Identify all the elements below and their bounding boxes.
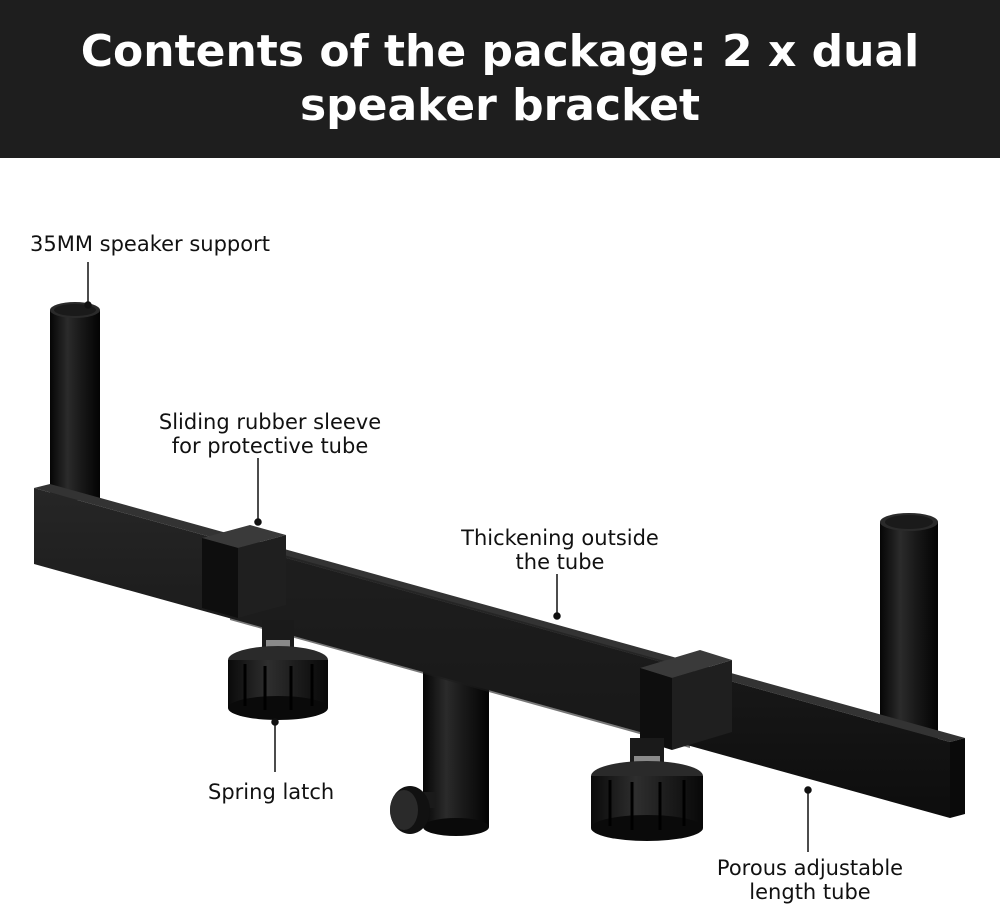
label-rubber-sleeve: Sliding rubber sleeve for protective tub… [135, 410, 405, 458]
speaker-bracket-illustration [34, 262, 965, 852]
label-spring-latch: Spring latch [208, 780, 335, 804]
header-banner: Contents of the package: 2 x dual speake… [0, 0, 1000, 158]
product-scene: 35MM speaker support Sliding rubber slee… [0, 158, 1000, 908]
left-rubber-sleeve [202, 525, 286, 618]
label-thickening: Thickening outside the tube [440, 526, 680, 574]
callout-lines [84, 262, 812, 852]
bar-top-face [34, 484, 965, 742]
right-speaker-post [880, 513, 938, 742]
left-spring-latch [228, 620, 328, 720]
label-thickening-line2: the tube [515, 550, 605, 574]
bar-end-face [950, 738, 965, 818]
label-porous-tube: Porous adjustable length tube [700, 856, 920, 904]
label-rubber-sleeve-line2: for protective tube [171, 434, 369, 458]
label-rubber-sleeve-line1: Sliding rubber sleeve [158, 410, 382, 434]
center-lock-knob [390, 786, 436, 834]
label-porous-line2: length tube [749, 880, 871, 904]
right-spring-latch [591, 738, 703, 841]
page-title: Contents of the package: 2 x dual speake… [80, 26, 920, 131]
label-thickening-line1: Thickening outside [461, 526, 659, 550]
center-mount-tube [423, 672, 489, 836]
right-rubber-sleeve [640, 650, 732, 750]
left-speaker-post [50, 302, 100, 500]
label-speaker-support: 35MM speaker support [30, 232, 270, 256]
inner-tube-section [230, 540, 690, 748]
label-porous-line1: Porous adjustable [716, 856, 904, 880]
